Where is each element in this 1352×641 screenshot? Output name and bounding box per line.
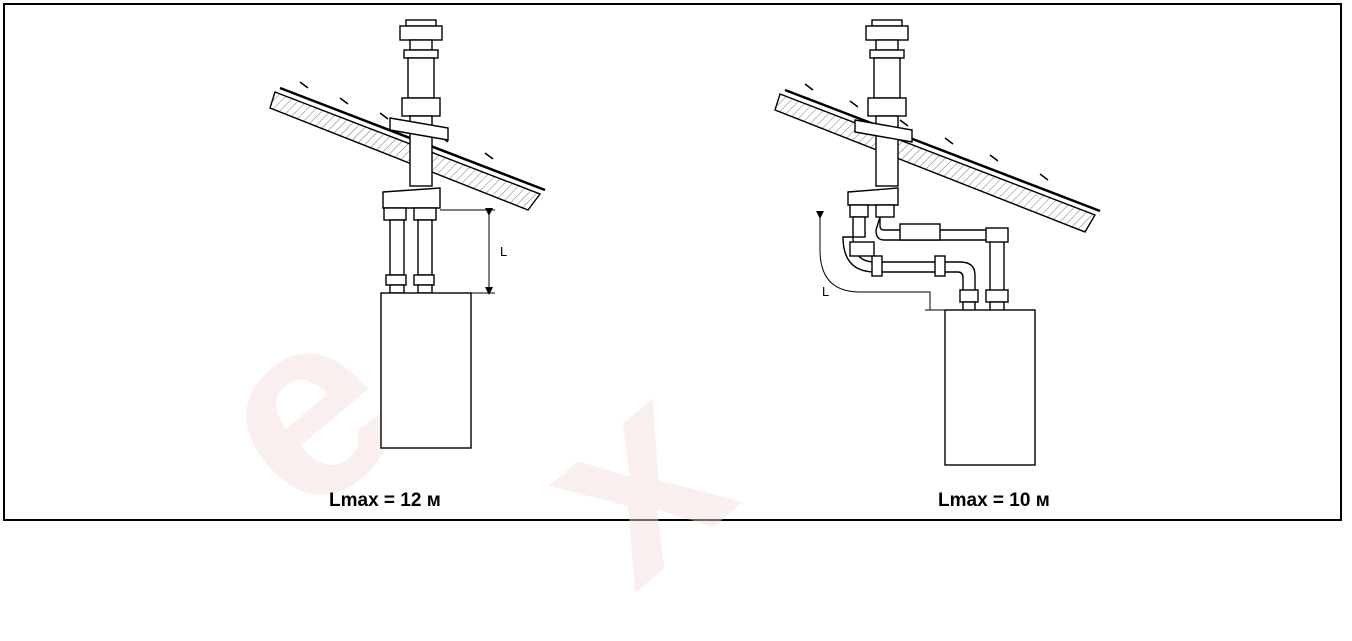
horizontal-pipes-right [842,204,1009,313]
boiler-left [380,292,472,449]
dimension-right [816,211,931,310]
roof-right [774,83,1101,233]
dimension-label-left: L [500,244,507,259]
dimension-label-right: L [822,284,829,299]
boiler-right [944,309,1036,466]
caption-left: Lmax = 12 м [329,490,441,511]
flue-terminal-right [847,19,913,206]
flue-terminal-left [389,19,449,187]
twin-pipes-left [382,187,441,294]
diagram-right [774,19,1101,466]
figure-frame [3,3,1342,521]
caption-right: Lmax = 10 м [938,490,1050,511]
dimension-left [440,208,495,295]
diagram-left [269,19,546,449]
flue-diagrams: L [269,19,1101,466]
